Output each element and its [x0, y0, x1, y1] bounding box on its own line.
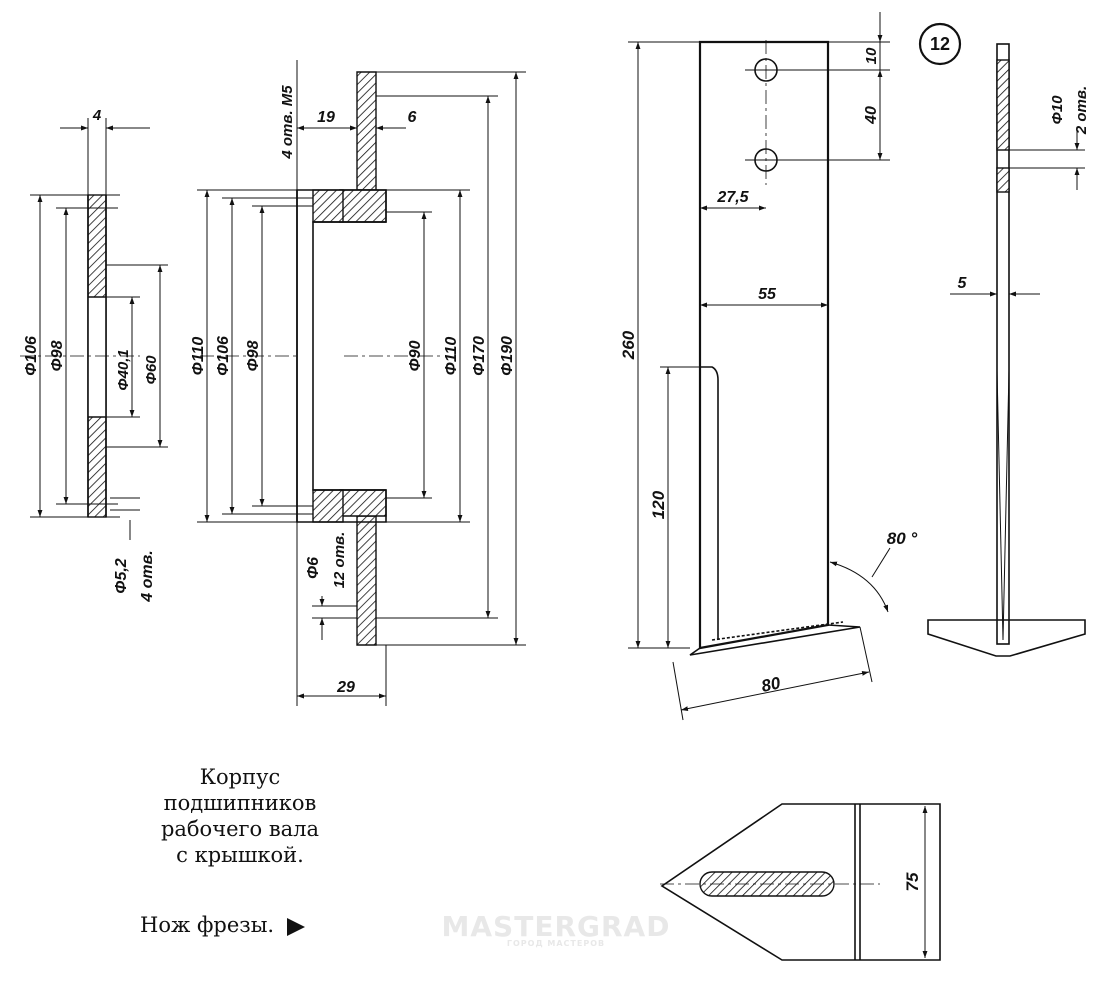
- housing-thread-label: 4 отв. M5: [279, 85, 296, 160]
- watermark-title: MASTERGRAD: [441, 910, 671, 943]
- cover-d98-label: Φ98: [49, 340, 66, 371]
- knife-d80-label: 80: [760, 673, 783, 696]
- caption-line-4: с крышкой.: [176, 843, 304, 867]
- cover-d40-label: Φ40,1: [115, 349, 132, 391]
- housing-w29-label: 29: [336, 679, 355, 696]
- watermark: MASTERGRAD ГОРОД МАСТЕРОВ: [436, 910, 676, 948]
- knife-side-thickness-label: 5: [958, 275, 968, 292]
- knife-blade: [698, 40, 830, 650]
- knife-d75-label: 75: [903, 872, 922, 891]
- housing-d98-label: Φ98: [245, 340, 262, 371]
- knife-caption-text: Нож фрезы.: [140, 913, 275, 937]
- knife-d27-5-label: 27,5: [716, 189, 749, 206]
- housing-d170-label: Φ170: [471, 336, 488, 376]
- knife-d260-label: 260: [619, 330, 638, 360]
- knife-d40-label: 40: [863, 106, 880, 125]
- cover-holes-d-label: Φ5,2: [113, 558, 130, 594]
- caption-line-2: подшипников: [163, 791, 317, 815]
- caption-line-3: рабочего вала: [160, 817, 320, 841]
- knife-side-holes-n-label: 2 отв.: [1073, 86, 1090, 135]
- cover-thickness-label: 4: [92, 107, 102, 124]
- cover-drawing: [20, 118, 168, 540]
- housing-d110a-label: Φ110: [190, 337, 207, 376]
- knife-d10-label: 10: [863, 47, 880, 64]
- housing-w6-label: 6: [408, 109, 417, 126]
- watermark-subtitle: ГОРОД МАСТЕРОВ: [506, 939, 606, 948]
- knife-plan-drawing: [660, 803, 941, 961]
- knife-caption: Нож фрезы.: [140, 912, 360, 938]
- housing-d90-label: Φ90: [407, 340, 424, 371]
- pointer-arrow-icon: [286, 917, 305, 936]
- housing-flange-top: [356, 71, 377, 191]
- housing-holes-n-label: 12 отв.: [331, 532, 348, 589]
- housing-w19-label: 19: [317, 109, 335, 126]
- knife-side-foot: [927, 619, 1086, 657]
- knife-d120-label: 120: [649, 490, 668, 519]
- housing-caption: Корпус подшипников рабочего вала с крышк…: [120, 764, 360, 868]
- cover-d60-label: Φ60: [143, 355, 160, 385]
- housing-flange-bottom: [356, 515, 377, 646]
- knife-d55-label: 55: [758, 286, 777, 303]
- knife-drawing: [628, 12, 891, 721]
- figure-number: 12: [930, 34, 950, 54]
- cover-holes-n-label: 4 отв.: [139, 550, 156, 602]
- caption-line-1: Корпус: [199, 765, 281, 789]
- housing-d190-label: Φ190: [499, 336, 516, 376]
- knife-side-profile: [996, 43, 1010, 645]
- knife-side-drawing: [927, 43, 1086, 657]
- housing-d106-label: Φ106: [215, 336, 232, 376]
- knife-angle-label: 80 °: [887, 529, 918, 548]
- knife-plan-outline: [660, 803, 941, 961]
- knife-side-holes-d-label: Φ10: [1049, 95, 1066, 125]
- housing-d110b-label: Φ110: [443, 337, 460, 376]
- cover-d106-label: Φ106: [23, 336, 40, 376]
- housing-drawing: [197, 60, 526, 706]
- housing-holes-d-label: Φ6: [305, 557, 322, 579]
- figure-number-circle: [918, 22, 962, 66]
